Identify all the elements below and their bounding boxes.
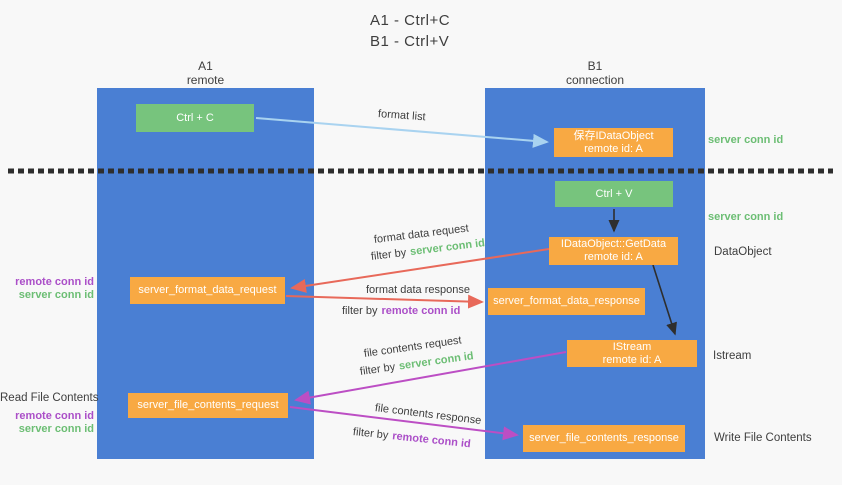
filter-by-text: filter by [370,246,407,263]
file-contents-response-label: file contents response [374,402,482,427]
server-format-data-request-box: server_format_data_request [130,277,285,304]
dataobject-label: DataObject [714,246,772,258]
server-format-data-response-box: server_format_data_response [488,288,645,315]
server-conn-id-label-right-2: server conn id [708,211,784,223]
server-conn-id-label-right-1: server conn id [708,134,784,146]
column-a-id: A1 [198,59,213,73]
save-dataobject-box: 保存IDataObject remote id: A [554,128,673,157]
ctrl-v-box: Ctrl + V [555,181,673,207]
column-header-b1: B1 connection [485,59,705,87]
left-conn-id-labels-1: remote conn id server conn id [0,276,94,302]
server-conn-id-label: server conn id [18,423,94,435]
istream-line2: remote id: A [602,353,662,366]
getdata-line2: remote id: A [584,251,643,263]
idataobject-getdata-box: IDataObject::GetData remote id: A [549,237,678,265]
write-file-contents-label: Write File Contents [714,432,812,444]
remote-conn-id-text: remote conn id [391,430,472,451]
filter-by-text: filter by [342,305,378,317]
server-format-data-response-label: server_format_data_response [493,295,640,307]
ctrl-c-label: Ctrl + C [176,111,214,124]
ctrl-c-box: Ctrl + C [136,104,254,132]
getdata-line1: IDataObject::GetData [560,238,667,250]
save-dataobject-line2: remote id: A [584,142,643,155]
column-a-subtitle: remote [186,73,225,87]
title-line-1: A1 - Ctrl+C [370,12,451,29]
column-b-subtitle: connection [565,73,625,87]
server-file-contents-request-box: server_file_contents_request [128,393,288,418]
column-header-a1: A1 remote [97,59,314,87]
server-file-contents-response-label: server_file_contents_response [529,432,679,444]
server-conn-id-label: server conn id [18,289,94,301]
server-file-contents-request-label: server_file_contents_request [137,399,279,411]
server-format-data-request-label: server_format_data_request [138,284,277,296]
format-data-response-label: format data response [366,284,470,296]
remote-conn-id-label: remote conn id [15,276,94,288]
ctrl-v-label: Ctrl + V [595,187,633,200]
format-data-response-arrow [285,294,484,309]
remote-conn-id-text: remote conn id [381,305,461,317]
server-file-contents-response-box: server_file_contents_response [523,425,685,452]
column-b-id: B1 [587,59,603,73]
format-list-label: format list [377,108,426,124]
filter-by-text: filter by [352,426,389,442]
istream-box: IStream remote id: A [567,340,697,367]
filter-by-text: filter by [359,361,396,378]
remote-conn-id-label: remote conn id [15,410,94,422]
istream-line1: IStream [612,340,652,353]
diagram-title: A1 - Ctrl+C B1 - Ctrl+V [370,10,450,52]
read-file-contents-label: Read File Contents [0,392,99,404]
title-line-2: B1 - Ctrl+V [370,33,450,50]
istream-side-label: Istream [713,350,752,362]
left-conn-id-labels-2: remote conn id server conn id [0,410,94,436]
save-dataobject-line1: 保存IDataObject [573,129,654,142]
